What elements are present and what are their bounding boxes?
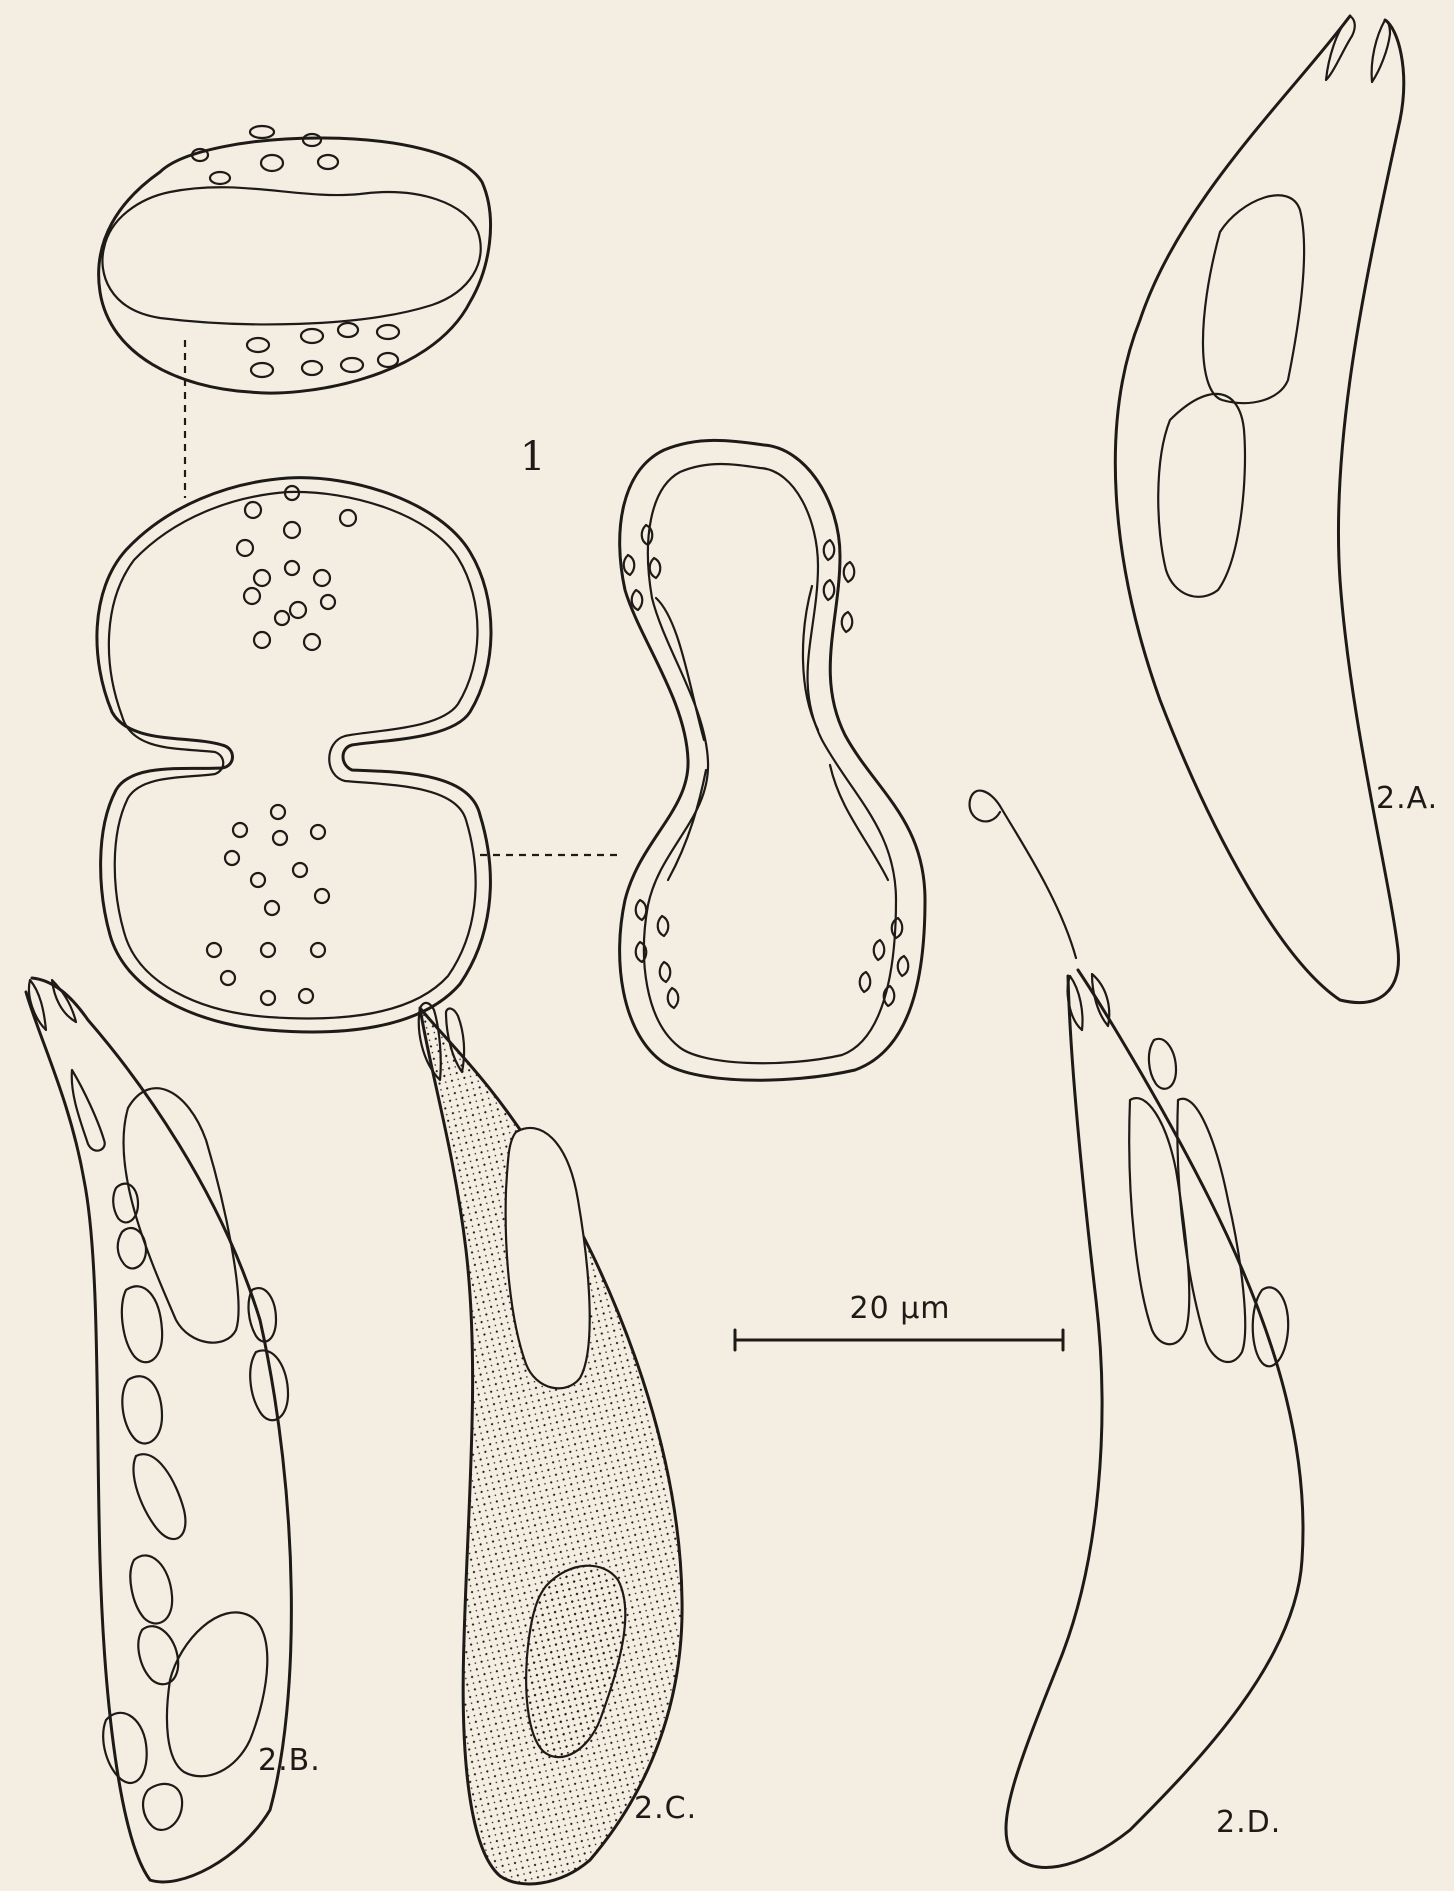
cell-2b: [26, 978, 291, 1882]
label-2d: 2.D.: [1216, 1805, 1281, 1840]
label-2c: 2.C.: [634, 1791, 697, 1826]
cell-top-view: [99, 126, 491, 393]
cell-side-view: [620, 440, 925, 1080]
cell-2d: [970, 791, 1303, 1868]
label-2b: 2.B.: [258, 1743, 321, 1778]
cell-front-view: [97, 478, 491, 1032]
scale-bar-label: 20 μm: [849, 1291, 950, 1326]
label-2a: 2.A.: [1376, 781, 1438, 816]
scale-bar: 20 μm: [735, 1291, 1063, 1350]
cell-2a: [1115, 16, 1403, 1003]
cell-2c: [419, 1003, 682, 1884]
thread-2d: [970, 791, 1076, 958]
pore-dots-top: [192, 126, 399, 377]
figure-number: 1: [520, 434, 545, 480]
